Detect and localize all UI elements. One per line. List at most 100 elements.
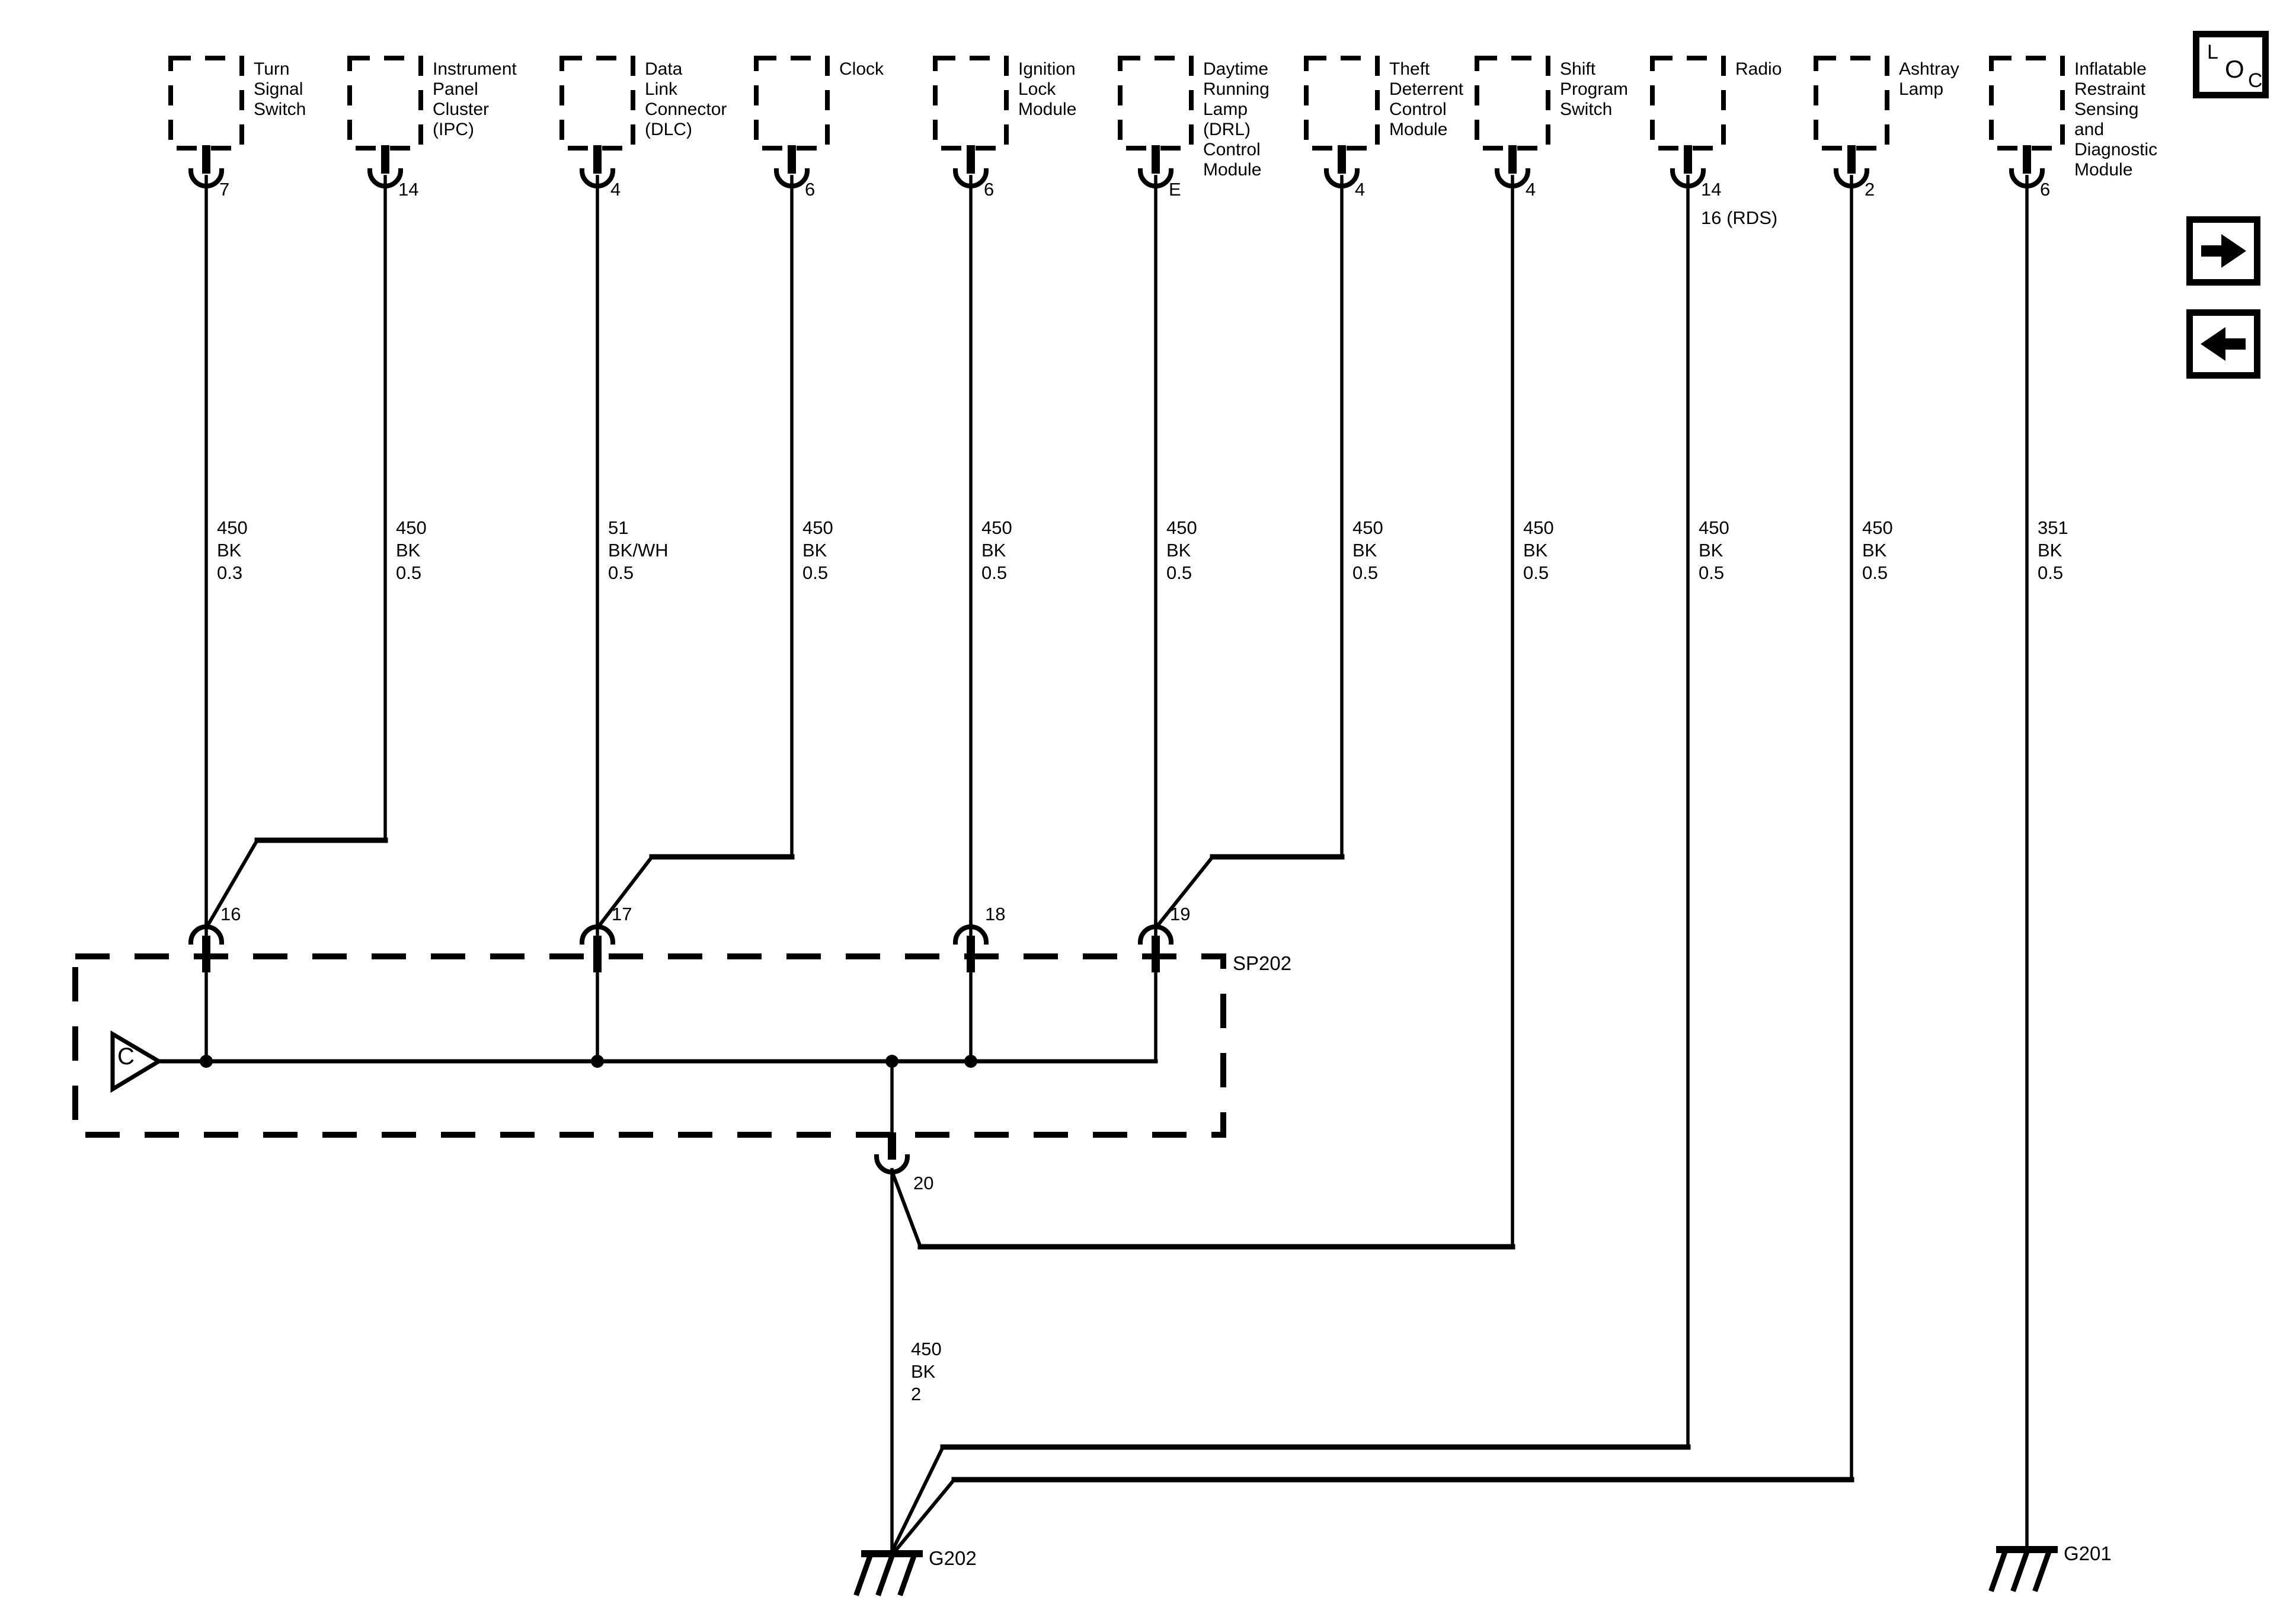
pin-number: 14 [398,179,419,200]
loc-letter-c: C [2248,69,2263,92]
component-label-line: Shift [1560,59,1596,79]
component-label-line: (DLC) [645,120,692,139]
connector-triangle-icon [110,1030,163,1093]
splice-pin-number: 17 [612,904,632,924]
component-label-line: Lamp [1899,79,1944,99]
wire-spec-line: 450 [1166,517,1197,538]
wire-spec-line: BK [1862,540,1887,561]
pin-number: 4 [1355,179,1366,200]
wire-spec-line: BK [217,540,242,561]
component-label-line: Control [1203,140,1261,159]
prev-page-button[interactable] [2186,309,2260,379]
component-label-line: Data [645,59,683,79]
connector-cup-icon [188,924,225,945]
wire-diagonal-line [892,1477,957,1554]
next-page-button[interactable] [2186,216,2260,286]
pin-number: 6 [805,179,816,200]
component-box [754,56,830,151]
pin-number: 7 [219,179,230,200]
splice-connector-letter: C [117,1044,135,1070]
pin-number: 6 [984,179,994,200]
wire-spec-line: BK/WH [608,540,669,561]
loc-button[interactable]: L O C [2193,31,2269,98]
wire-spec-line: BK [2038,540,2062,561]
wire-diagonal-line [594,854,655,931]
component-label-line: (DRL) [1203,120,1251,139]
wire-spec-line: 0.3 [217,562,243,583]
component-label-line: Module [2074,160,2133,180]
pin-number: 16 (RDS) [1701,207,1778,228]
pin-number: 6 [2040,179,2051,200]
component-label-line: Panel [433,79,478,99]
component-label-line: and [2074,120,2105,139]
component-label-line: Turn [254,59,290,79]
component-label-line: Module [1018,100,1077,119]
wire-spec-line: 0.5 [2038,562,2064,583]
wire-spec-line: BK [981,540,1006,561]
wire-spec-line: 450 [1699,517,1729,538]
ground-wire-spec-line: 2 [911,1384,922,1404]
ground-icon [1988,1548,2009,1592]
component-label-line: Module [1389,120,1448,139]
wire-spec-line: 450 [396,517,427,538]
component-box [1304,56,1380,151]
component-label-line: Signal [254,79,303,99]
splice-output-pin-number: 20 [913,1173,934,1193]
component-box [1650,56,1726,151]
component-label-line: Control [1389,100,1447,119]
pin-number: 2 [1865,179,1875,200]
component-label-line: Switch [1560,100,1613,119]
wire-spec-line: 0.5 [608,562,634,583]
wire-spec-line: 450 [981,517,1012,538]
component-label-line: (IPC) [433,120,474,139]
wire-diagonal-line [891,1172,923,1249]
splice-name: SP202 [1233,952,1292,974]
wire-spec-line: 450 [802,517,833,538]
ground-icon [897,1553,917,1596]
component-label-line: Inflatable [2074,59,2147,79]
ground-icon [2010,1548,2030,1592]
wire-spec-line: BK [1352,540,1377,561]
wire-spec-line: 51 [608,517,629,538]
component-label-line: Deterrent [1389,79,1464,99]
component-label-line: Module [1203,160,1262,180]
component-label-line: Link [645,79,678,99]
component-label: Radio [1735,59,1782,79]
component-label-line: Cluster [433,100,490,119]
component-label-line: Lock [1018,79,1056,99]
component-box [347,56,423,151]
wire-spec-line: 0.5 [396,562,422,583]
wire-spec-line: BK [1699,540,1723,561]
component-box [933,56,1009,151]
ground-wire-spec-line: BK [911,1361,936,1382]
pin-number: 14 [1701,179,1722,200]
splice-pin-number: 18 [985,904,1006,924]
component-label-line: Clock [839,59,884,79]
component-box [1118,56,1194,151]
component-label-line: Daytime [1203,59,1269,79]
wire-spec-line: 450 [1862,517,1893,538]
component-label-line: Running [1203,79,1269,99]
wire-spec-line: 0.5 [1523,562,1549,583]
loc-letter-l: L [2207,41,2218,63]
splice-pin-number: 16 [220,904,241,924]
wire-spec-line: 450 [1352,517,1383,538]
component-label-line: Sensing [2074,100,2139,119]
splice-pin-number: 19 [1170,904,1191,924]
ground-icon [875,1553,896,1596]
component-box [1814,56,1889,151]
component-label-line: Ignition [1018,59,1076,79]
ground-label: G202 [929,1547,977,1569]
connector-cup-icon [1137,924,1174,945]
wire-spec-line: 0.5 [1699,562,1725,583]
component-label-line: Instrument [433,59,517,79]
